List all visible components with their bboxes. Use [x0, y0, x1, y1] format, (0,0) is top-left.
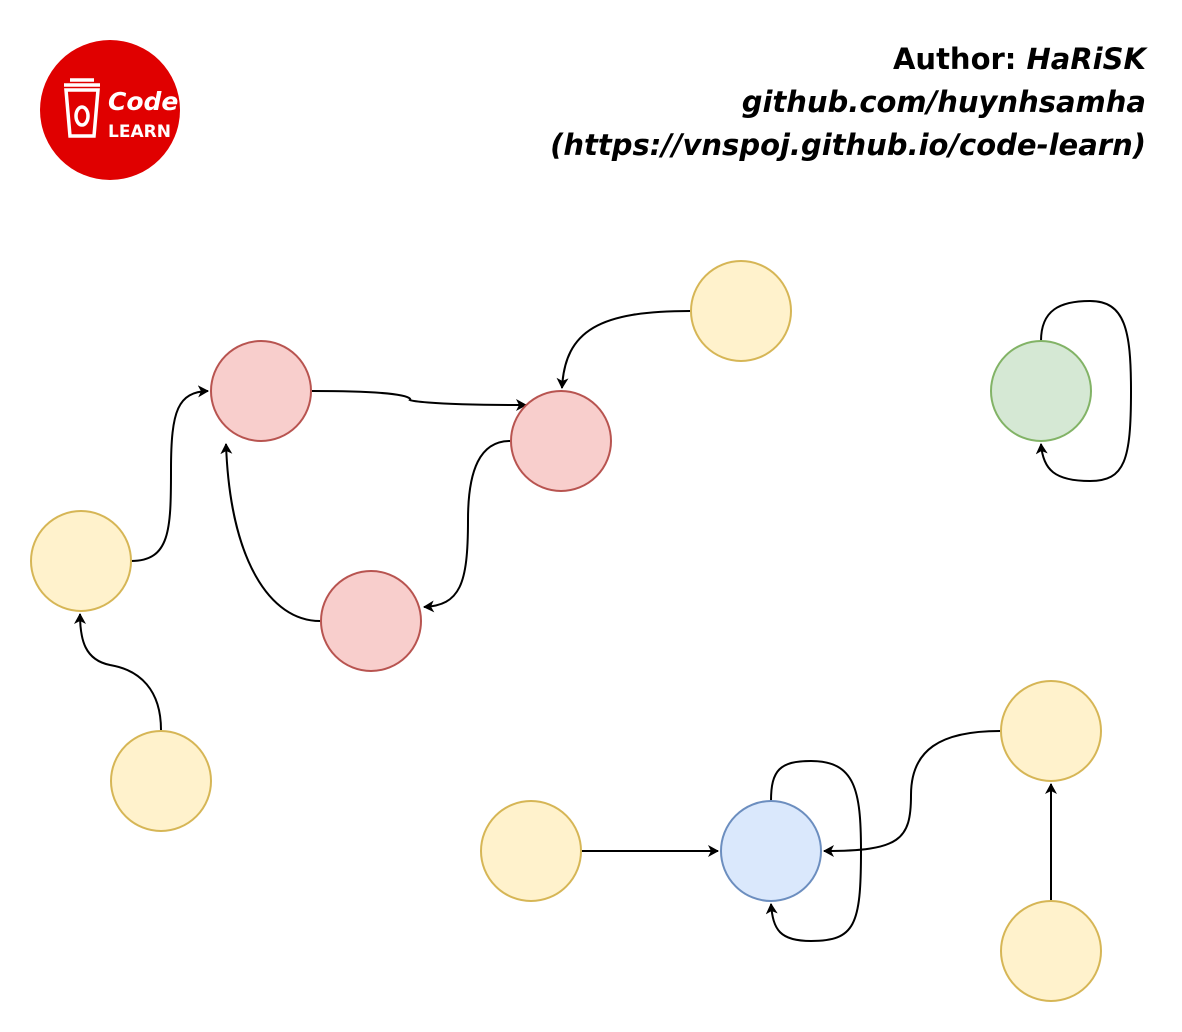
edge-y1-to-r2: [556, 310, 691, 389]
edge-y3-to-y2: [74, 613, 162, 731]
edge-y2-to-r1: [130, 385, 209, 562]
nodes: [30, 260, 1102, 1002]
edge-blue-self-loop: [765, 759, 863, 943]
node-blue: [720, 800, 822, 902]
author-info: Author: HaRiSK github.com/huynhsamha (ht…: [550, 38, 1146, 167]
edge-r1-to-r2: [311, 390, 527, 411]
node-yellow-1: [690, 260, 792, 362]
author-label: Author:: [892, 42, 1017, 76]
edges: [74, 299, 1133, 943]
edge-green-self-loop: [1035, 299, 1133, 483]
node-yellow-4: [480, 800, 582, 902]
logo-text-learn: LEARN: [108, 122, 171, 142]
author-website: (https://vnspoj.github.io/code-learn): [550, 128, 1146, 162]
node-yellow-5: [1000, 680, 1102, 782]
node-red-3: [320, 570, 422, 672]
edge-r3-to-r1: [220, 443, 321, 622]
code-learn-logo: Code LEARN: [40, 40, 180, 180]
node-red-2: [510, 390, 612, 492]
node-green: [990, 340, 1092, 442]
node-yellow-3: [110, 730, 212, 832]
coffee-cup-icon: [64, 78, 100, 138]
logo-circle: [40, 40, 180, 180]
edge-r2-to-r3: [423, 440, 511, 613]
edge-y5-to-blue: [823, 730, 1001, 857]
author-github: github.com/huynhsamha: [741, 85, 1146, 119]
node-red-1: [210, 340, 312, 442]
logo-text-code: Code: [108, 87, 178, 116]
author-line: Author: HaRiSK: [550, 38, 1146, 81]
author-name: HaRiSK: [1026, 42, 1146, 76]
node-yellow-2: [30, 510, 132, 612]
node-yellow-6: [1000, 900, 1102, 1002]
